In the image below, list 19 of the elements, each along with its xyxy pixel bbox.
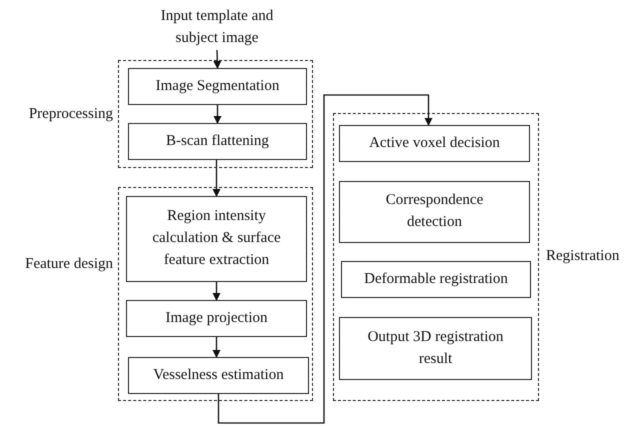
group-label: Registration [546,248,620,265]
arrow [212,337,220,358]
process-box: Region intensity calculation & surface feature extraction [126,196,307,282]
process-box: Image projection [126,300,307,337]
group-label: Feature design [25,256,113,273]
arrow [214,105,222,124]
input-text: Input template and subject image [142,6,292,50]
process-box: Output 3D registration result [339,317,532,380]
process-box: Correspondence detection [339,181,530,243]
arrow [213,50,222,69]
process-box: Deformable registration [341,261,531,298]
arrow [218,94,432,424]
process-box: Vesselness estimation [128,357,309,394]
arrow [212,282,220,301]
group-label: Preprocessing [28,106,113,123]
arrow [212,160,220,197]
process-box: Active voxel decision [339,125,530,162]
process-box: Image Segmentation [128,68,307,105]
process-box: B-scan flattening [128,123,307,160]
